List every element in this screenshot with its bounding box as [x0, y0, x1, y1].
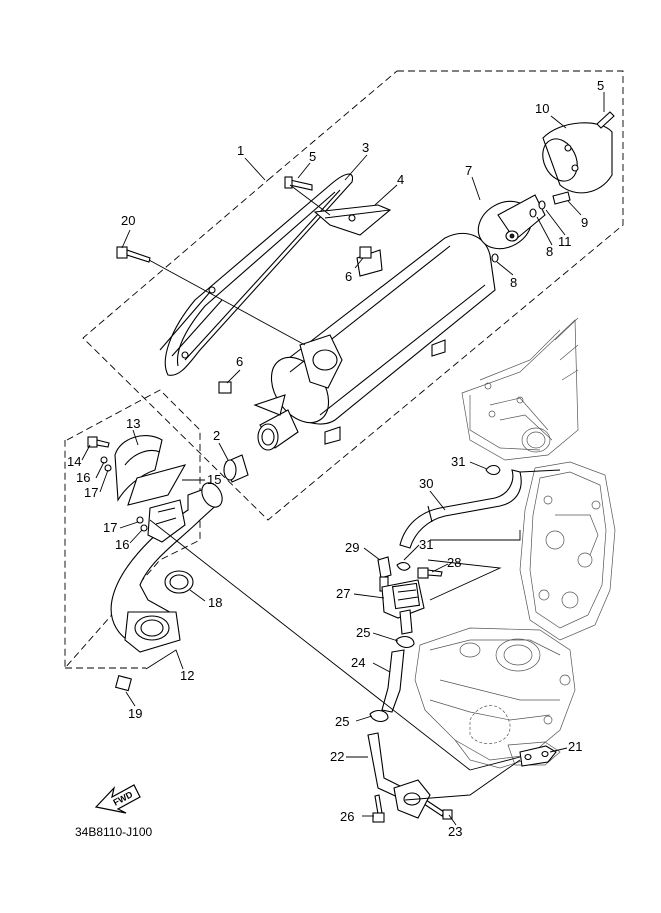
reference-lines [148, 184, 561, 801]
callout-22: 22 [330, 749, 344, 764]
callout-31: 31 [451, 454, 465, 469]
callout-3: 3 [362, 140, 369, 155]
muffler-protector [542, 122, 613, 194]
callout-18: 18 [208, 595, 222, 610]
exhaust-pipe-assembly-boundary [64, 389, 201, 670]
fasteners [87, 111, 615, 823]
callout-20: 20 [121, 213, 135, 228]
callout-1: 1 [237, 143, 244, 158]
tail-pipe-cap [477, 194, 546, 250]
callout-8: 8 [510, 275, 517, 290]
callout-27: 27 [336, 586, 350, 601]
callout-30: 30 [419, 476, 433, 491]
callout-2: 2 [213, 428, 220, 443]
callout-4: 4 [397, 172, 404, 187]
leader-lines [81, 92, 605, 826]
callout-23: 23 [448, 824, 462, 839]
callout-6: 6 [236, 354, 243, 369]
engine-outline [414, 317, 616, 769]
callout-28: 28 [447, 555, 461, 570]
callout-29: 29 [345, 540, 359, 555]
callout-17: 17 [103, 520, 117, 535]
callout-10: 10 [535, 101, 549, 116]
callout-31: 31 [419, 537, 433, 552]
callout-24: 24 [351, 655, 365, 670]
callout-5: 5 [309, 149, 316, 164]
callout-11: 11 [558, 234, 572, 249]
callout-13: 13 [126, 416, 140, 431]
air-induction-system [367, 464, 557, 819]
muffler-assembly-boundary [82, 70, 624, 521]
callout-19: 19 [128, 706, 142, 721]
callout-16: 16 [115, 537, 129, 552]
callout-25: 25 [335, 714, 349, 729]
callout-7: 7 [465, 163, 472, 178]
forward-direction-arrow: FWD [94, 784, 141, 814]
callouts: 1 3 4 5 5 10 7 9 11 8 8 20 6 6 2 13 14 1… [67, 78, 604, 839]
exhaust-gasket-ring [164, 570, 194, 594]
callout-15: 15 [207, 472, 221, 487]
heat-shield [159, 173, 354, 376]
callout-25: 25 [356, 625, 370, 640]
callout-17: 17 [84, 485, 98, 500]
muffler-body [253, 232, 496, 451]
callout-6: 6 [345, 269, 352, 284]
exhaust-gasket [223, 454, 249, 483]
pipe-protector [114, 435, 187, 506]
callout-14: 14 [67, 454, 81, 469]
callout-8: 8 [546, 244, 553, 259]
callout-21: 21 [568, 739, 582, 754]
callout-16: 16 [76, 470, 90, 485]
callout-12: 12 [180, 668, 194, 683]
diagram-code: 34B8110-J100 [75, 825, 153, 839]
callout-9: 9 [581, 215, 588, 230]
callout-26: 26 [340, 809, 354, 824]
callout-5: 5 [597, 78, 604, 93]
